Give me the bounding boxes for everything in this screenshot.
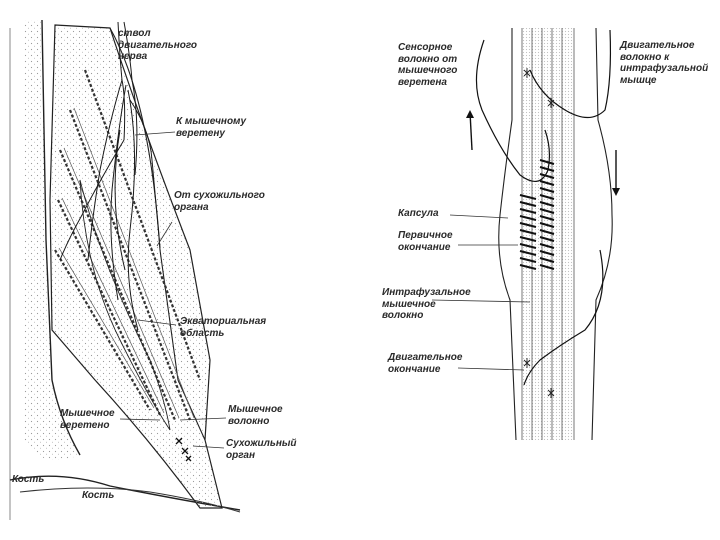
right-panel — [431, 27, 620, 441]
label-sensory-fiber: Сенсорное волокно от мышечного веретена — [398, 42, 458, 88]
tendon-organ — [175, 437, 192, 462]
motor-nerve-fiber-bottom — [523, 249, 604, 386]
label-capsule: Капсула — [398, 208, 439, 219]
muscle-belly — [49, 24, 223, 509]
label-motor-ending: Двигательное окончание — [388, 352, 463, 375]
muscle-fibers — [54, 69, 202, 421]
afferent-arrow — [466, 110, 474, 151]
right-leader-lines — [431, 214, 531, 371]
muscle-spindle — [79, 179, 171, 431]
bone-left-shape — [24, 20, 80, 460]
bone-left-outline — [41, 19, 81, 456]
label-spindle: Мышечное веретено — [60, 408, 115, 431]
sensory-nerve-fiber — [475, 39, 551, 182]
motor-ending-marks — [523, 68, 555, 398]
label-to-spindle: К мышечному веретену — [176, 116, 247, 139]
nerve-fibers — [59, 21, 161, 331]
intrafusal-fiber — [522, 28, 574, 440]
motor-nerve-fiber-top — [529, 29, 612, 119]
label-primary-ending: Первичное окончание — [398, 230, 453, 253]
label-from-tendon: От сухожильного органа — [174, 190, 265, 213]
label-motor-fiber: Двигательное волокно к интрафузальной мы… — [620, 40, 709, 86]
label-tendon-organ: Сухожильный орган — [226, 438, 297, 461]
label-equatorial: Экваториальная область — [180, 316, 267, 339]
label-bone-bottom: Кость — [82, 490, 115, 501]
label-muscle-fiber: Мышечное волокно — [228, 404, 283, 427]
label-bone-left: Кость — [12, 474, 45, 485]
label-intrafusal-fiber: Интрафузальное мышечное волокно — [382, 287, 471, 321]
left-panel — [9, 19, 241, 520]
efferent-arrow — [612, 150, 620, 196]
primary-ending — [519, 159, 555, 270]
label-nerve-trunk: ствол двигательного нерва — [118, 28, 198, 62]
left-leader-lines — [119, 131, 227, 449]
